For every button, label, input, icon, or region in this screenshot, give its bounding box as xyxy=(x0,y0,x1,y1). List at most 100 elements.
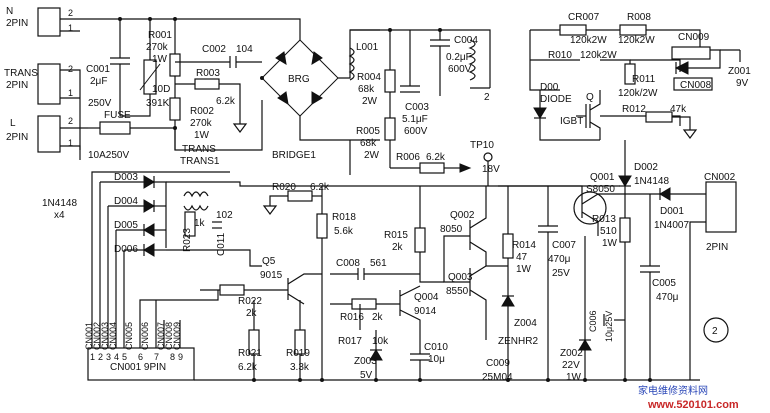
resistor-r021: R021 6.2k xyxy=(238,300,262,380)
svg-text:2: 2 xyxy=(68,8,73,18)
svg-text:47: 47 xyxy=(516,252,528,263)
svg-text:R021: R021 xyxy=(238,348,262,359)
connector-trans-body xyxy=(37,63,61,105)
svg-text:家电维修资料网: 家电维修资料网 xyxy=(638,384,708,397)
svg-text:CN005: CN005 xyxy=(124,322,134,350)
svg-text:Q002: Q002 xyxy=(450,210,475,221)
svg-text:8: 8 xyxy=(170,352,175,362)
svg-text:1: 1 xyxy=(68,88,73,98)
svg-text:1: 1 xyxy=(68,23,73,33)
svg-text:10D: 10D xyxy=(152,84,170,95)
svg-text:R001: R001 xyxy=(148,30,172,41)
resistor-r010-r011: R010 120k2W R011 120k/2W CN008 Z001 9V xyxy=(530,49,751,99)
svg-text:10k: 10k xyxy=(372,336,389,347)
svg-text:C009: C009 xyxy=(486,358,510,369)
svg-text:R003: R003 xyxy=(196,68,220,79)
svg-text:1W: 1W xyxy=(566,372,582,383)
varistor-10d: 10D 391K xyxy=(139,30,170,112)
svg-text:9015: 9015 xyxy=(260,270,283,281)
svg-text:470μ: 470μ xyxy=(548,254,571,265)
capacitor-c005: C005 470μ xyxy=(640,194,679,380)
svg-text:120k/2W: 120k/2W xyxy=(618,88,658,99)
svg-text:CN002: CN002 xyxy=(704,172,736,183)
svg-text:0.2μF: 0.2μF xyxy=(446,52,472,63)
resistor-r018: R018 5.6k xyxy=(316,186,356,380)
svg-text:CN001: CN001 xyxy=(84,322,94,350)
svg-text:2k: 2k xyxy=(246,308,258,319)
svg-text:R022: R022 xyxy=(238,296,262,307)
fuse: FUSE 10A250V xyxy=(88,110,131,161)
svg-text:1: 1 xyxy=(90,352,95,362)
connector-l-pins: 2PIN xyxy=(6,132,28,143)
svg-text:600V: 600V xyxy=(404,126,428,137)
svg-text:5.1μF: 5.1μF xyxy=(402,114,428,125)
svg-text:2: 2 xyxy=(98,352,103,362)
svg-text:6.2k: 6.2k xyxy=(310,182,330,193)
svg-text:C011: C011 xyxy=(216,232,227,256)
svg-text:CN004: CN004 xyxy=(108,322,118,350)
svg-text:120k2W: 120k2W xyxy=(570,35,607,46)
svg-text:1N4148: 1N4148 xyxy=(634,176,669,187)
watermark: 家电维修资料网 www.520101.com xyxy=(638,384,739,411)
svg-text:CN008: CN008 xyxy=(164,322,174,350)
svg-text:6.2k: 6.2k xyxy=(426,152,446,163)
svg-text:6.2k: 6.2k xyxy=(238,362,258,373)
svg-text:ZENHR2: ZENHR2 xyxy=(498,336,538,347)
capacitor-c002: C002 104 xyxy=(175,44,262,68)
svg-text:102: 102 xyxy=(216,210,233,221)
svg-text:7: 7 xyxy=(154,352,159,362)
svg-text:Q004: Q004 xyxy=(414,292,439,303)
resistor-r014: R014 47 1W xyxy=(502,186,536,296)
svg-text:1k: 1k xyxy=(194,218,206,229)
svg-text:C004: C004 xyxy=(454,35,478,46)
capacitor-c007: C007 470μ 25V xyxy=(538,186,576,380)
svg-text:600V: 600V xyxy=(448,64,472,75)
svg-text:68k: 68k xyxy=(360,138,377,149)
svg-text:10μ: 10μ xyxy=(428,354,445,365)
svg-text:R019: R019 xyxy=(286,348,310,359)
svg-text:1W: 1W xyxy=(516,264,532,275)
svg-text:1W: 1W xyxy=(194,130,210,141)
diode-bank: 1N4148 x4 D003 D004 D005 D006 xyxy=(42,172,300,267)
svg-text:S8050: S8050 xyxy=(586,184,615,195)
svg-text:2: 2 xyxy=(68,116,73,126)
zener-z004: Z004 ZENHR2 xyxy=(498,295,538,380)
connector-cn001: CN001 9PIN CN001 CN002 CN003 CN004 CN005… xyxy=(84,171,230,381)
svg-text:561: 561 xyxy=(370,258,387,269)
svg-text:x4: x4 xyxy=(54,210,65,221)
resistor-r006: R006 6.2k xyxy=(390,152,472,174)
resistor-r004: R004 68k 2W xyxy=(357,30,396,118)
svg-text:R012: R012 xyxy=(622,104,646,115)
svg-text:25M04: 25M04 xyxy=(482,372,513,383)
connector-l-body xyxy=(37,115,61,153)
transistor-q004: Q004 9014 xyxy=(399,285,439,346)
svg-text:510: 510 xyxy=(600,226,617,237)
svg-text:2W: 2W xyxy=(362,96,378,107)
diode-d002: D002 1N4148 xyxy=(618,140,669,200)
svg-text:2: 2 xyxy=(68,64,73,74)
svg-text:5V: 5V xyxy=(360,370,373,381)
capacitor-c006: C006 10μ25V xyxy=(588,310,625,342)
svg-text:22V: 22V xyxy=(562,360,580,371)
svg-text:8550: 8550 xyxy=(446,286,469,297)
resistor-r019: R019 3.3k xyxy=(286,300,310,380)
svg-text:FUSE: FUSE xyxy=(104,110,131,121)
svg-text:R023: R023 xyxy=(182,228,193,252)
svg-text:9: 9 xyxy=(178,352,183,362)
svg-text:18V: 18V xyxy=(482,164,500,175)
svg-text:270k: 270k xyxy=(190,118,213,129)
resistor-r020: R020 6.2k xyxy=(262,182,620,215)
transistor-q002: Q002 8050 xyxy=(440,186,487,262)
resistor-r015: R015 2k xyxy=(384,186,444,283)
connector-n-pins: 2PIN xyxy=(6,18,28,29)
svg-text:4: 4 xyxy=(114,352,119,362)
svg-text:1: 1 xyxy=(68,138,73,148)
svg-text:D004: D004 xyxy=(114,196,138,207)
inductor-l001: L001 xyxy=(348,42,379,81)
resistor-r001: R001 270k 1W xyxy=(146,30,181,77)
svg-text:www.520101.com: www.520101.com xyxy=(647,399,739,411)
svg-text:3: 3 xyxy=(106,352,111,362)
igbt-section: D00 DIODE Q IGBT R012 47k xyxy=(533,82,698,141)
svg-text:CN002: CN002 xyxy=(92,322,102,350)
